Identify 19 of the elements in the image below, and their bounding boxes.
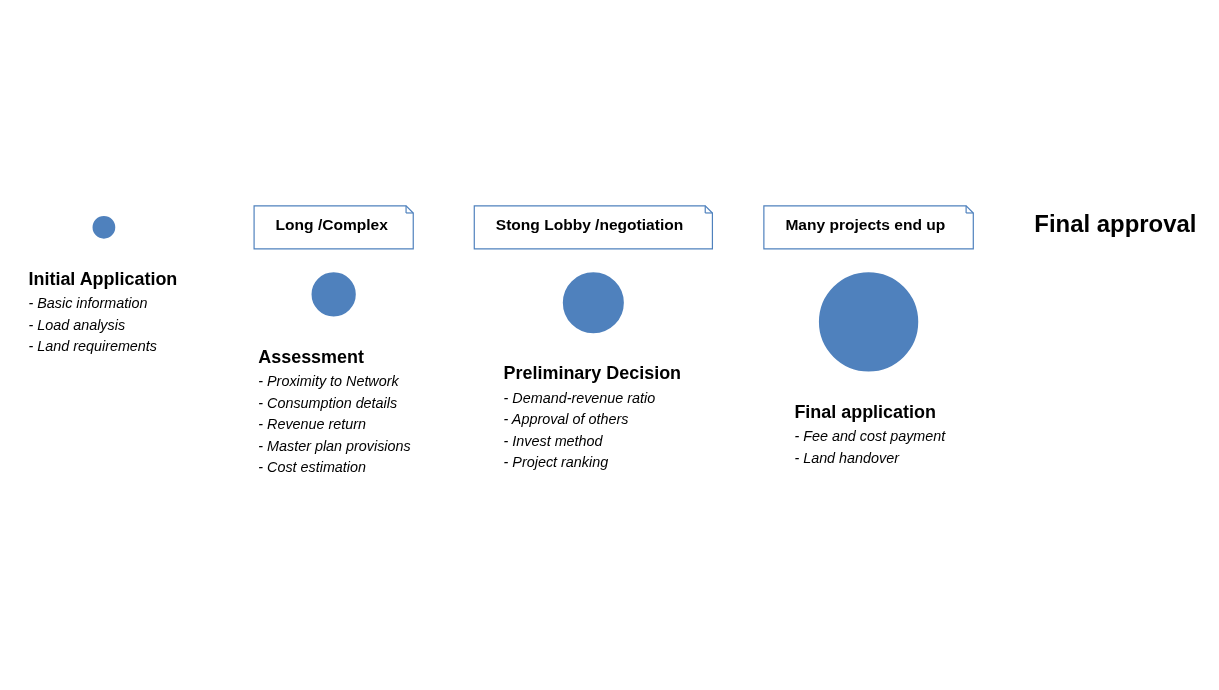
node-label: - Master plan provisions xyxy=(258,437,411,454)
node-label: Initial Application xyxy=(28,268,178,289)
node-label: - Fee and cost payment xyxy=(794,427,946,444)
node-label: Final application xyxy=(794,401,936,422)
node-label: - Approval of others xyxy=(503,410,629,427)
node-label: - Land handover xyxy=(794,449,899,466)
label: Final approval xyxy=(1034,209,1197,237)
node-label: - Revenue return xyxy=(258,415,367,432)
node-label: Assessment xyxy=(258,346,364,367)
node-label: - Load analysis xyxy=(28,316,126,333)
node-label: - Proximity to Network xyxy=(258,372,399,389)
node-label: - Land requirements xyxy=(28,337,158,354)
node-label: - Consumption details xyxy=(258,394,398,411)
node-label: - Basic information xyxy=(28,294,148,311)
node-label: - Cost estimation xyxy=(258,458,367,475)
node-label: - Project ranking xyxy=(503,453,609,470)
node-label: - Invest method xyxy=(503,432,603,449)
node-label: - Demand-revenue ratio xyxy=(503,389,656,406)
node-label: Preliminary Decision xyxy=(503,362,682,383)
